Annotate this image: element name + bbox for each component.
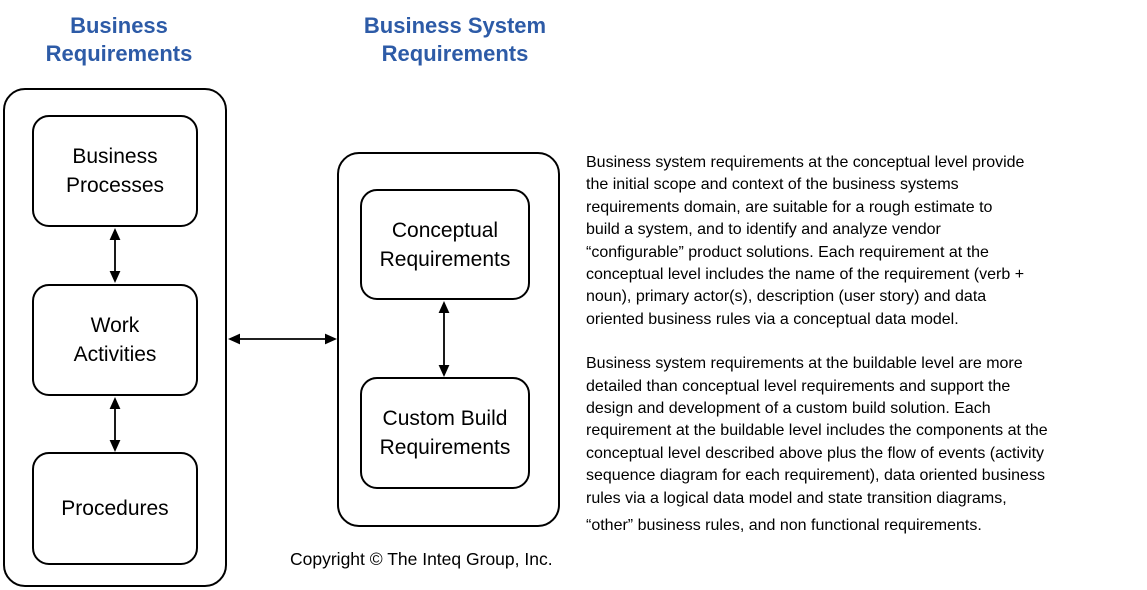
business-system-requirements-title: Business System Requirements bbox=[363, 13, 547, 66]
node-custom-build-requirements: Custom Build Requirements bbox=[360, 377, 530, 489]
description-paragraph-2-continued: “other” business rules, and non function… bbox=[586, 517, 982, 535]
description-text: Business system requirements at the conc… bbox=[586, 152, 1147, 538]
description-paragraph-2: Business system requirements at the buil… bbox=[586, 355, 1048, 507]
double-arrow-business-to-system-icon bbox=[228, 333, 337, 345]
node-conceptual-requirements: Conceptual Requirements bbox=[360, 189, 530, 300]
business-requirements-title: Business Requirements bbox=[45, 13, 193, 66]
description-paragraph-1: Business system requirements at the conc… bbox=[586, 154, 1025, 328]
node-business-processes: Business Processes bbox=[32, 115, 198, 227]
double-arrow-processes-activities-icon bbox=[109, 228, 121, 283]
node-conceptual-requirements-label: Conceptual Requirements bbox=[379, 218, 511, 271]
node-work-activities-label: Work Activities bbox=[73, 314, 157, 366]
copyright-text: Copyright © The Inteq Group, Inc. bbox=[290, 549, 553, 569]
node-work-activities: Work Activities bbox=[32, 284, 198, 396]
node-custom-build-requirements-label: Custom Build Requirements bbox=[379, 407, 511, 459]
double-arrow-conceptual-custom-build-icon bbox=[438, 301, 450, 377]
node-business-processes-label: Business Processes bbox=[65, 145, 165, 197]
node-procedures: Procedures bbox=[32, 452, 198, 565]
node-procedures-label: Procedures bbox=[61, 497, 169, 520]
double-arrow-activities-procedures-icon bbox=[109, 397, 121, 452]
